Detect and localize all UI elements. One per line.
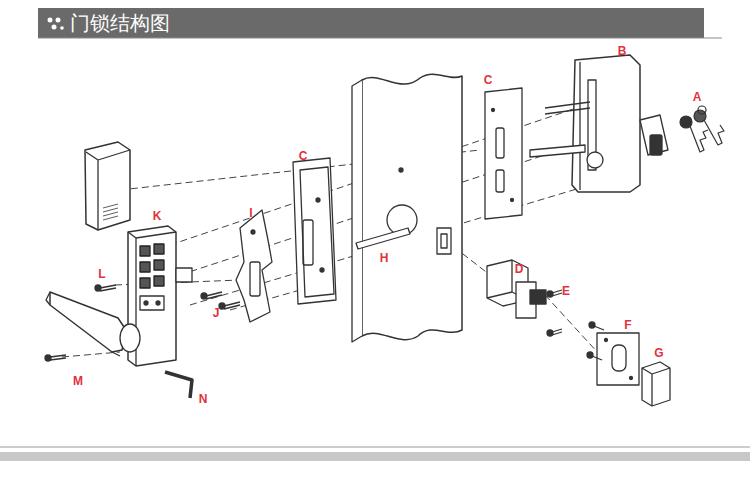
part-letter: M bbox=[73, 375, 83, 387]
part-letter: C bbox=[299, 150, 308, 162]
part-letter: I bbox=[249, 207, 252, 219]
part-letter: A bbox=[693, 91, 702, 103]
part-letter: K bbox=[153, 210, 162, 222]
part-letter: B bbox=[618, 45, 627, 57]
part-letter: G bbox=[654, 347, 663, 359]
part-letter: C bbox=[484, 74, 493, 86]
part-letter: J bbox=[213, 307, 220, 319]
part-letter: N bbox=[199, 393, 208, 405]
part-letter: H bbox=[380, 252, 389, 264]
part-letter: L bbox=[98, 268, 105, 280]
part-letter: F bbox=[624, 319, 631, 331]
diagram-title: 门锁结构图 bbox=[70, 9, 170, 37]
part-letter: E bbox=[562, 285, 570, 297]
part-letter: D bbox=[515, 263, 524, 275]
